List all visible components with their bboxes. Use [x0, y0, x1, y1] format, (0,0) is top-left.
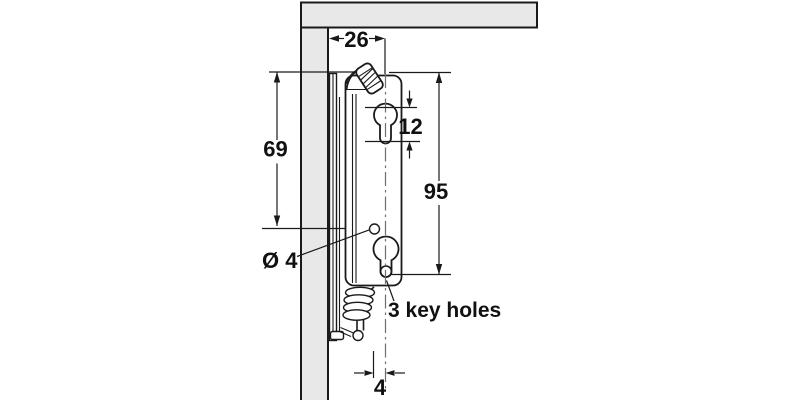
dim-26-arrow-right	[375, 35, 385, 42]
dia4-label: Ø 4	[262, 248, 298, 273]
callout-dia4: Ø 4	[262, 229, 370, 273]
foot-cap	[352, 329, 364, 342]
dim-12: 12	[365, 90, 423, 159]
dim-4: 4	[354, 351, 405, 400]
dim-69-value: 69	[263, 137, 287, 162]
plate-foot	[329, 330, 345, 341]
dim-12-value: 12	[398, 114, 422, 139]
dim-69-arrow-down	[273, 215, 281, 226]
mounting-plate	[328, 72, 345, 342]
cabinet-side-panel	[300, 26, 329, 400]
dim-69-arrow-up	[273, 72, 281, 83]
dim-95-value: 95	[424, 179, 448, 204]
cabinet-top-panel	[300, 1, 538, 29]
dim-4-value: 4	[374, 375, 387, 400]
dim-95-arrow-down	[435, 264, 443, 275]
dia4-leader	[296, 229, 370, 258]
bracket-foot	[339, 320, 365, 342]
dim-4-arrow-left	[385, 370, 395, 376]
dim-26-value: 26	[344, 27, 368, 52]
key-holes-leader	[385, 280, 395, 302]
dim-26: 26	[329, 27, 386, 74]
cam-pin	[355, 62, 384, 95]
foot-strut-1	[340, 326, 354, 334]
dim-12-arrow-up	[406, 141, 413, 151]
spring	[342, 286, 376, 321]
foot-strut-2	[339, 330, 352, 338]
hole-dia4	[368, 223, 381, 235]
cam-pin-hatch	[360, 68, 378, 88]
spring-coil-4	[342, 309, 371, 321]
cam-pin-caps	[357, 67, 381, 91]
dim-12-arrow-down	[406, 98, 413, 108]
dim-4-arrow-right	[364, 370, 374, 376]
key-holes-label: 3 key holes	[388, 299, 501, 322]
callout-key-holes: 3 key holes	[385, 280, 501, 322]
dim-26-arrow-left	[329, 35, 339, 42]
dim-95: 95	[389, 71, 451, 276]
dim-95-arrow-up	[435, 72, 443, 83]
hook-cam	[345, 62, 384, 95]
dim-69: 69	[263, 72, 288, 226]
